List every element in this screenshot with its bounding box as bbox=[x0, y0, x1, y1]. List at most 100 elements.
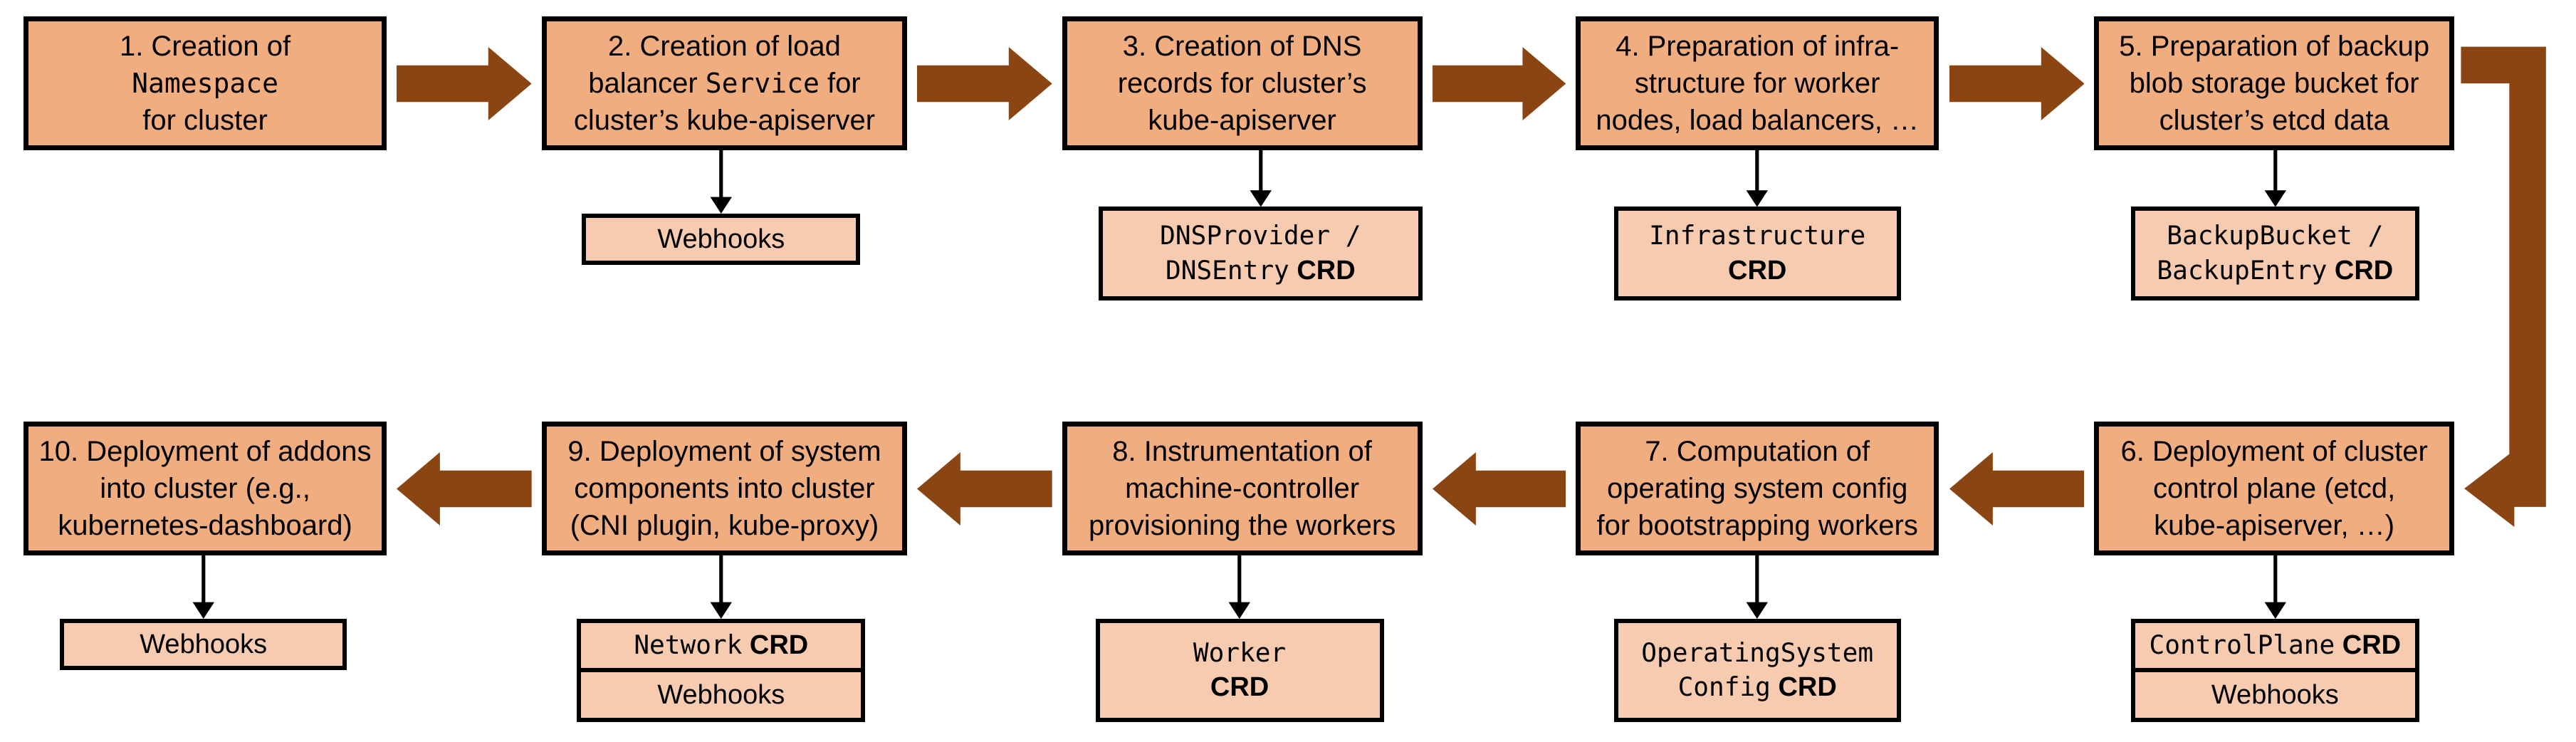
artifact-6-r2-run-1-1: Webhooks bbox=[2211, 679, 2339, 710]
step-3-line-1: 3. Creation of DNS bbox=[1074, 28, 1410, 65]
step-9-run-1-1: 9. Deployment of system bbox=[567, 436, 881, 468]
artifact-2-row-1: Webhooks bbox=[586, 218, 856, 261]
artifact-5-r1-line-2: BackupEntry CRD bbox=[2141, 254, 2409, 288]
process-box-step-4[interactable]: 4. Preparation of infra-structure for wo… bbox=[1575, 16, 1939, 150]
step-9-line-1: 9. Deployment of system bbox=[554, 433, 895, 470]
step-4-line-3: nodes, load balancers, … bbox=[1588, 102, 1927, 139]
step-5-run-1-1: 5. Preparation of backup bbox=[2119, 31, 2430, 63]
artifact-8-r1-run-2-1: CRD bbox=[1210, 672, 1269, 703]
step-1-run-1-1: 1. Creation of bbox=[119, 31, 291, 63]
step-2-run-2-1: balancer bbox=[588, 68, 706, 100]
artifact-box-artifact-2[interactable]: Webhooks bbox=[582, 213, 861, 266]
step-10-run-2-1: into cluster (e.g., bbox=[100, 473, 310, 505]
artifact-9-r1-run-1-1: Network bbox=[634, 630, 743, 661]
artifact-box-artifact-6[interactable]: ControlPlane CRD Webhooks bbox=[2130, 618, 2419, 722]
step-5-line-2: blob storage bucket for bbox=[2106, 65, 2442, 102]
connector-step-6-to-artifact-6 bbox=[2252, 555, 2299, 619]
flow-arrow-arrow-2-3 bbox=[916, 46, 1052, 120]
artifact-6-row-2: Webhooks bbox=[2135, 668, 2415, 718]
artifact-5-r1-run-2-2: CRD bbox=[2327, 255, 2394, 286]
step-8-run-1-1: 8. Instrumentation of bbox=[1112, 436, 1372, 468]
step-8-run-3-1: provisioning the workers bbox=[1088, 510, 1396, 542]
step-4-line-2: structure for worker bbox=[1588, 65, 1927, 102]
step-1-line-3: for cluster bbox=[36, 102, 375, 139]
artifact-6-r2-line-1: Webhooks bbox=[2141, 678, 2409, 713]
artifact-10-r1-run-1-1: Webhooks bbox=[140, 629, 268, 659]
artifact-10-row-1: Webhooks bbox=[64, 623, 342, 667]
step-2-run-1-1: 2. Creation of load bbox=[608, 31, 841, 63]
artifact-7-r1-run-2-2: CRD bbox=[1770, 672, 1837, 703]
step-10-line-2: into cluster (e.g., bbox=[36, 470, 375, 507]
connector-step-7-to-artifact-7 bbox=[1734, 555, 1781, 619]
step-4-run-1-1: 4. Preparation of infra- bbox=[1616, 31, 1900, 63]
step-7-run-3-1: for bootstrapping workers bbox=[1596, 510, 1918, 542]
artifact-9-r1-line-1: Network CRD bbox=[587, 628, 855, 663]
artifact-box-artifact-10[interactable]: Webhooks bbox=[60, 618, 347, 671]
artifact-4-r1-run-2-1: CRD bbox=[1728, 255, 1787, 286]
process-box-step-8[interactable]: 8. Instrumentation of machine-controller p… bbox=[1062, 422, 1423, 555]
step-2-line-2: balancer Service for bbox=[554, 65, 895, 102]
artifact-3-r1-run-2-1: DNSEntry bbox=[1166, 255, 1289, 286]
artifact-box-artifact-5[interactable]: BackupBucket /BackupEntry CRD bbox=[2130, 207, 2419, 301]
artifact-3-r1-line-2: DNSEntry CRD bbox=[1109, 254, 1412, 288]
artifact-6-row-1-text: ControlPlane CRD bbox=[2141, 628, 2409, 663]
artifact-3-row-1: DNSProvider /DNSEntry CRD bbox=[1103, 211, 1418, 296]
connector-step-3-to-artifact-3 bbox=[1237, 150, 1284, 207]
artifact-box-artifact-3[interactable]: DNSProvider /DNSEntry CRD bbox=[1099, 207, 1423, 301]
step-4-line-1: 4. Preparation of infra- bbox=[1588, 28, 1927, 65]
step-2-line-3: cluster’s kube-apiserver bbox=[554, 102, 895, 139]
flow-arrow-arrow-4-5 bbox=[1949, 46, 2085, 120]
step-7-line-2: operating system config bbox=[1588, 470, 1927, 507]
step-3-line-3: kube-apiserver bbox=[1074, 102, 1410, 139]
artifact-5-r1-run-1-1: BackupBucket / bbox=[2167, 221, 2384, 251]
step-2-run-2-3: for bbox=[819, 68, 861, 100]
artifact-9-row-1: Network CRD bbox=[581, 623, 861, 669]
artifact-6-r1-run-1-2: CRD bbox=[2335, 630, 2402, 661]
artifact-8-r1-run-1-1: Worker bbox=[1193, 637, 1287, 668]
connector-step-10-to-artifact-10 bbox=[180, 555, 227, 619]
artifact-9-r2-run-1-1: Webhooks bbox=[657, 679, 785, 710]
connector-step-8-to-artifact-8 bbox=[1216, 555, 1263, 619]
artifact-7-r1-line-2: Config CRD bbox=[1624, 670, 1891, 705]
step-8-run-2-1: machine-controller bbox=[1125, 473, 1360, 505]
artifact-9-row-2-text: Webhooks bbox=[587, 678, 855, 713]
connector-step-4-to-artifact-4 bbox=[1734, 150, 1781, 207]
artifact-5-row-1: BackupBucket /BackupEntry CRD bbox=[2135, 211, 2415, 296]
artifact-9-row-1-text: Network CRD bbox=[587, 628, 855, 663]
artifact-10-r1-line-1: Webhooks bbox=[70, 627, 337, 662]
step-6-line-2: control plane (etcd, bbox=[2106, 470, 2442, 507]
step-10-line-1: 10. Deployment of addons bbox=[36, 433, 375, 470]
artifact-10-row-1-text: Webhooks bbox=[70, 627, 337, 662]
step-3-line-2: records for cluster’s bbox=[1074, 65, 1410, 102]
step-2-run-3-1: cluster’s kube-apiserver bbox=[573, 105, 876, 137]
artifact-3-r1-run-2-2: CRD bbox=[1289, 255, 1356, 286]
step-4-run-2-1: structure for worker bbox=[1634, 68, 1880, 100]
step-2-line-1: 2. Creation of load bbox=[554, 28, 895, 65]
step-2-run-2-2: Service bbox=[705, 68, 820, 100]
step-9-line-2: components into cluster bbox=[554, 470, 895, 507]
artifact-6-r1-line-1: ControlPlane CRD bbox=[2141, 628, 2409, 663]
artifact-box-artifact-9[interactable]: Network CRD Webhooks bbox=[577, 618, 866, 722]
